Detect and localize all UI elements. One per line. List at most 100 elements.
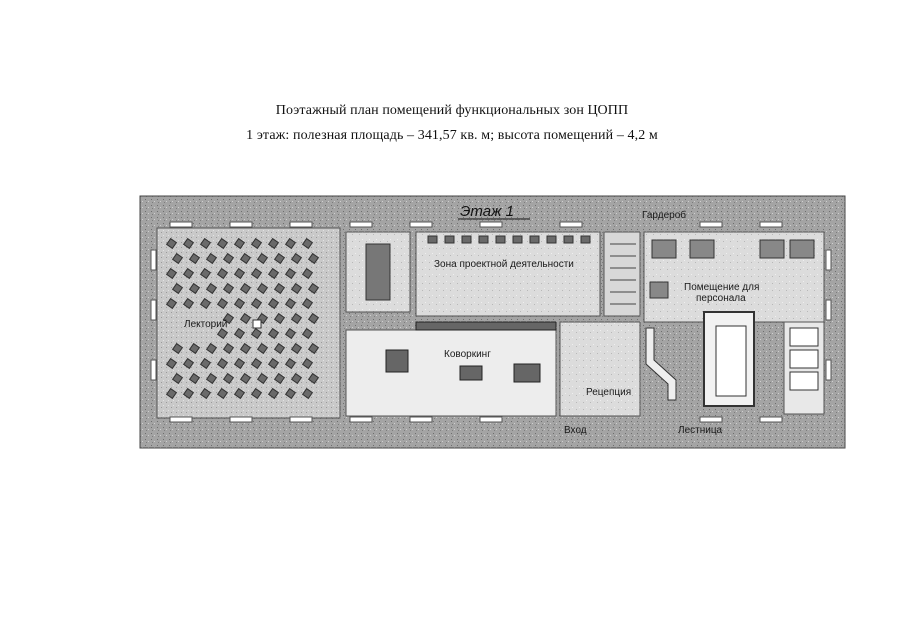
room-reception <box>559 321 641 417</box>
label-project-zone: Зона проектной деятельности <box>434 259 574 270</box>
lecture-chair <box>307 252 320 265</box>
lecture-chair <box>267 237 280 250</box>
lecture-chair <box>182 357 195 370</box>
lecture-chair <box>165 387 178 400</box>
lecture-chair <box>250 237 263 250</box>
window <box>409 416 433 423</box>
lecture-chair <box>165 237 178 250</box>
elevator-cabin <box>715 325 747 397</box>
lecture-chair <box>307 282 320 295</box>
stair-steps <box>610 243 636 305</box>
lecture-chair <box>233 357 246 370</box>
lecture-chair <box>284 297 297 310</box>
lecture-chair <box>267 297 280 310</box>
lecture-chair <box>182 267 195 280</box>
lecture-chair <box>239 252 252 265</box>
window <box>289 416 313 423</box>
coworking-furniture <box>385 321 557 383</box>
staff-desks <box>649 239 815 299</box>
lecture-chair <box>301 357 314 370</box>
lecture-chair <box>182 237 195 250</box>
window <box>825 249 832 271</box>
lecture-chair <box>239 312 252 325</box>
lecture-chair <box>290 252 303 265</box>
lecture-chair <box>188 372 201 385</box>
lecture-chair <box>250 267 263 280</box>
window <box>409 221 433 228</box>
lecture-chair <box>307 342 320 355</box>
lecture-marker <box>252 319 262 329</box>
lecture-chair <box>256 372 269 385</box>
lecture-chair <box>233 297 246 310</box>
project-chair <box>529 235 540 244</box>
project-chair <box>427 235 438 244</box>
lecture-chair <box>273 372 286 385</box>
lecture-chair <box>301 327 314 340</box>
project-chair <box>546 235 557 244</box>
lecture-chair <box>216 357 229 370</box>
plan-subtitle: 1 этаж: полезная площадь – 341,57 кв. м;… <box>246 128 658 143</box>
lecture-chair <box>216 297 229 310</box>
lecture-chair <box>199 357 212 370</box>
windows <box>150 221 832 423</box>
lecture-chair <box>284 357 297 370</box>
lecture-chair <box>284 237 297 250</box>
lecture-chair <box>307 312 320 325</box>
lecture-chair <box>205 252 218 265</box>
project-chair <box>461 235 472 244</box>
meeting-table <box>365 243 391 301</box>
lecture-chair <box>233 387 246 400</box>
lecture-chair <box>290 282 303 295</box>
lecture-chair <box>250 357 263 370</box>
window <box>229 221 253 228</box>
label-staff-room-1: Помещение для <box>684 282 759 293</box>
lecture-chair <box>256 252 269 265</box>
lecture-chair <box>216 237 229 250</box>
lecture-chair <box>222 342 235 355</box>
lecture-chair <box>301 387 314 400</box>
lecture-chair <box>284 387 297 400</box>
lecture-chair <box>301 237 314 250</box>
lecture-chair <box>199 387 212 400</box>
project-chair <box>478 235 489 244</box>
project-chair <box>495 235 506 244</box>
lecture-chair <box>205 282 218 295</box>
room-corridor-stairs <box>603 231 641 317</box>
lecture-chair <box>267 357 280 370</box>
lecture-chair <box>171 372 184 385</box>
window <box>349 221 373 228</box>
window <box>150 299 157 321</box>
window <box>349 416 373 423</box>
project-chair <box>444 235 455 244</box>
lecture-chair <box>290 312 303 325</box>
lecture-chair <box>250 387 263 400</box>
reception-desk <box>645 327 677 401</box>
lecture-chair <box>222 282 235 295</box>
window <box>559 221 583 228</box>
lecture-chair <box>222 252 235 265</box>
window <box>229 416 253 423</box>
label-entrance: Вход <box>564 425 587 436</box>
lecture-chair <box>233 267 246 280</box>
lecture-chair <box>307 372 320 385</box>
lecture-chair <box>284 267 297 280</box>
lecture-chair <box>273 312 286 325</box>
lecture-chair <box>222 312 235 325</box>
toilet-cubicles <box>789 327 819 391</box>
lecture-chair <box>250 327 263 340</box>
lecture-chair <box>239 282 252 295</box>
lecture-chair <box>171 252 184 265</box>
lecture-chair <box>284 327 297 340</box>
lecture-chair <box>182 387 195 400</box>
lecture-chair <box>188 282 201 295</box>
lecture-chair <box>290 342 303 355</box>
lecture-chair <box>256 342 269 355</box>
label-lecture: Лекторий <box>184 319 227 330</box>
label-coworking: Коворкинг <box>444 349 491 360</box>
window <box>759 416 783 423</box>
window <box>289 221 313 228</box>
project-zone-seating <box>427 235 591 244</box>
window <box>759 221 783 228</box>
window <box>699 416 723 423</box>
